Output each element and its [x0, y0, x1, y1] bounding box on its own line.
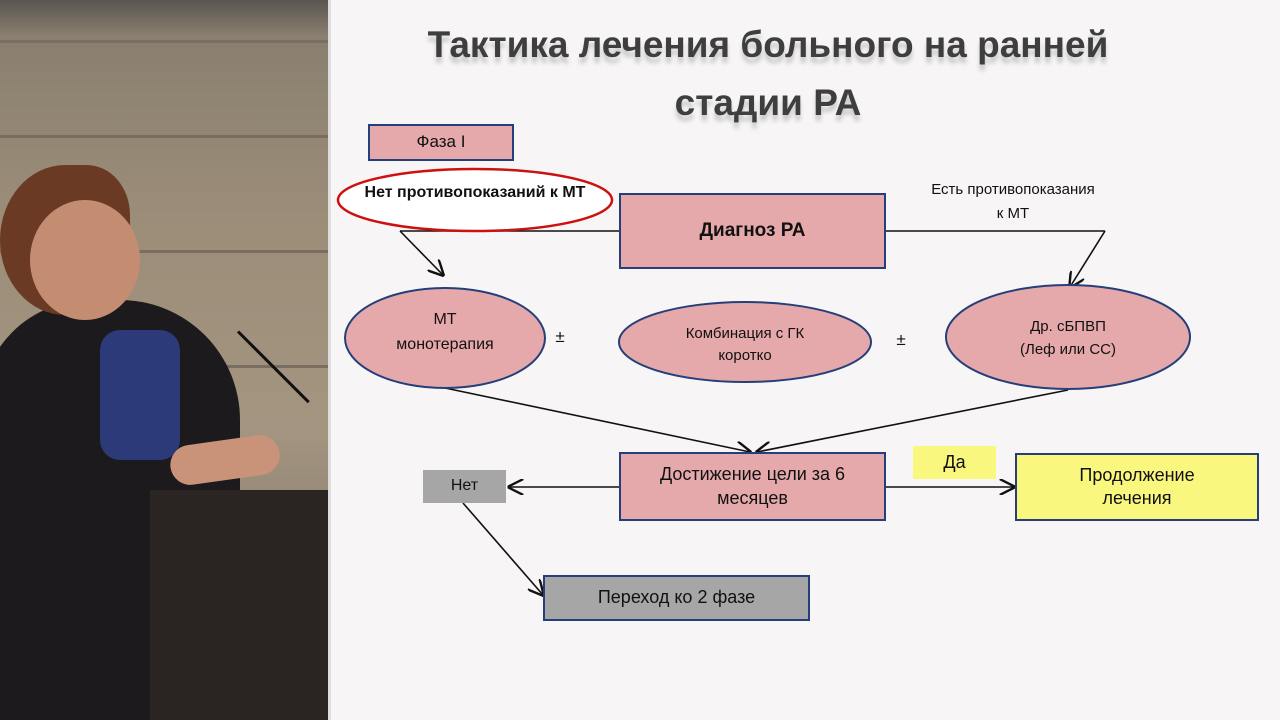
continue-treatment-box: Продолжение лечения	[1015, 453, 1259, 521]
diagnosis-box: Диагноз РА	[619, 193, 886, 269]
mt-label-line1: МТ	[433, 311, 457, 328]
has-contraindications-line2: к МТ	[996, 205, 1030, 222]
arrow	[399, 230, 443, 275]
next-phase-box: Переход ко 2 фазе	[543, 575, 810, 621]
mt-ellipse	[344, 287, 546, 389]
highlight-ellipse	[336, 167, 614, 233]
plus-minus-2: ±	[896, 330, 906, 349]
goal-box: Достижение цели за 6 месяцев	[619, 452, 886, 521]
other-dmard-line1: Др. сБПВП	[1030, 318, 1106, 335]
phase-label: Фаза I	[368, 124, 514, 161]
slide-title-line2: стадии РА	[674, 82, 862, 123]
plus-minus-1: ±	[555, 327, 565, 346]
no-contraindications-label: Нет противопоказаний к МТ	[364, 184, 586, 201]
has-contraindications-line1: Есть противопоказания	[931, 181, 1095, 198]
arrow	[1070, 230, 1106, 287]
other-dmard-line2: (Леф или СС)	[1019, 341, 1117, 358]
combo-label-line1: Комбинация с ГК	[685, 325, 805, 342]
arrow	[757, 389, 1069, 452]
arrow	[444, 387, 750, 452]
mt-label-line2: монотерапия	[396, 336, 494, 353]
arrow	[462, 502, 543, 595]
slide-title-line1: Тактика лечения больного на ранней	[427, 24, 1109, 65]
combo-ellipse	[618, 301, 872, 383]
speaker-video	[0, 0, 328, 720]
no-label: Нет	[423, 470, 506, 503]
lectern	[150, 490, 328, 720]
combo-label-line2: коротко	[718, 347, 772, 364]
other-dmard-ellipse	[945, 284, 1191, 390]
yes-label: Да	[913, 446, 996, 479]
